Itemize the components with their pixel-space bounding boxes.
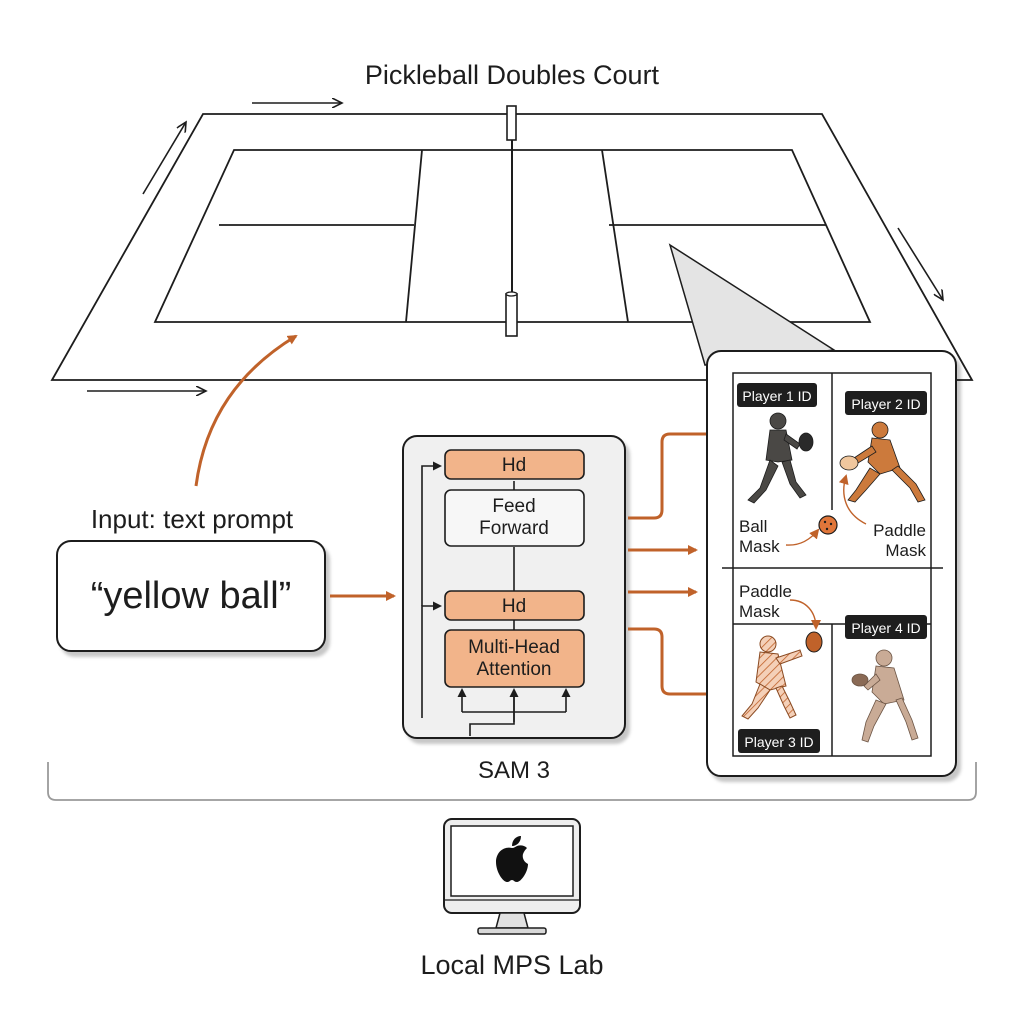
svg-text:Mask: Mask bbox=[739, 602, 780, 621]
svg-text:Multi-Head: Multi-Head bbox=[468, 637, 560, 658]
court-motion-arrows bbox=[87, 103, 943, 391]
player-2-silhouette bbox=[839, 421, 926, 503]
svg-text:Player 1 ID: Player 1 ID bbox=[742, 388, 811, 404]
player-4-badge: Player 4 ID bbox=[845, 615, 927, 639]
ball-mask-marker bbox=[818, 515, 838, 535]
model-output-arrows bbox=[628, 429, 722, 699]
ball-mask-label: Ball bbox=[739, 517, 767, 536]
svg-text:Player 4 ID: Player 4 ID bbox=[851, 620, 920, 636]
prompt-text: “yellow ball” bbox=[91, 575, 292, 617]
svg-text:Forward: Forward bbox=[479, 518, 549, 539]
multi-head-attention-block: Multi-Head Attention bbox=[444, 629, 585, 688]
paddle-mask-left-label: Paddle bbox=[739, 582, 792, 601]
model-block: Hd Feed Forward Hd Multi-Head Attention bbox=[402, 435, 626, 739]
head-block-top: Hd bbox=[444, 449, 585, 480]
player-3-badge: Player 3 ID bbox=[738, 729, 820, 753]
svg-text:Hd: Hd bbox=[502, 455, 526, 476]
svg-text:Attention: Attention bbox=[477, 659, 552, 680]
svg-text:Player 3 ID: Player 3 ID bbox=[744, 734, 813, 750]
paddle-mask-right-label: Paddle bbox=[873, 521, 926, 540]
head-block-bottom: Hd bbox=[444, 590, 585, 621]
court-lines bbox=[153, 149, 872, 323]
model-label: SAM 3 bbox=[478, 757, 550, 784]
lab-bracket bbox=[47, 762, 977, 801]
paddle-3 bbox=[805, 631, 823, 653]
ball-mask-pointer bbox=[785, 528, 820, 546]
player-2-badge: Player 2 ID bbox=[845, 391, 927, 415]
monitor-icon bbox=[443, 818, 581, 935]
player-3-silhouette bbox=[741, 635, 803, 720]
input-heading: Input: text prompt bbox=[91, 504, 294, 534]
device-label: Local MPS Lab bbox=[420, 950, 603, 980]
output-panel: Ball Mask Paddle Mask Paddle Mask Player… bbox=[706, 350, 957, 777]
feed-forward-block: Feed Forward bbox=[444, 489, 585, 547]
court-net bbox=[505, 105, 518, 337]
svg-text:Mask: Mask bbox=[885, 541, 926, 560]
paddle-mask-left-pointer bbox=[789, 599, 821, 630]
svg-text:Player 2 ID: Player 2 ID bbox=[851, 396, 920, 412]
player-1-badge: Player 1 ID bbox=[737, 383, 817, 407]
player-4-silhouette bbox=[851, 649, 919, 743]
player-1-silhouette bbox=[747, 412, 814, 504]
prompt-to-court-arrow bbox=[194, 334, 298, 487]
svg-text:Feed: Feed bbox=[492, 496, 535, 517]
svg-text:Mask: Mask bbox=[739, 537, 780, 556]
prompt-box: “yellow ball” bbox=[56, 540, 326, 652]
svg-text:Hd: Hd bbox=[502, 596, 526, 617]
court-title: Pickleball Doubles Court bbox=[365, 60, 660, 90]
apple-logo-icon bbox=[496, 836, 528, 882]
paddle-mask-right-pointer bbox=[838, 474, 867, 525]
